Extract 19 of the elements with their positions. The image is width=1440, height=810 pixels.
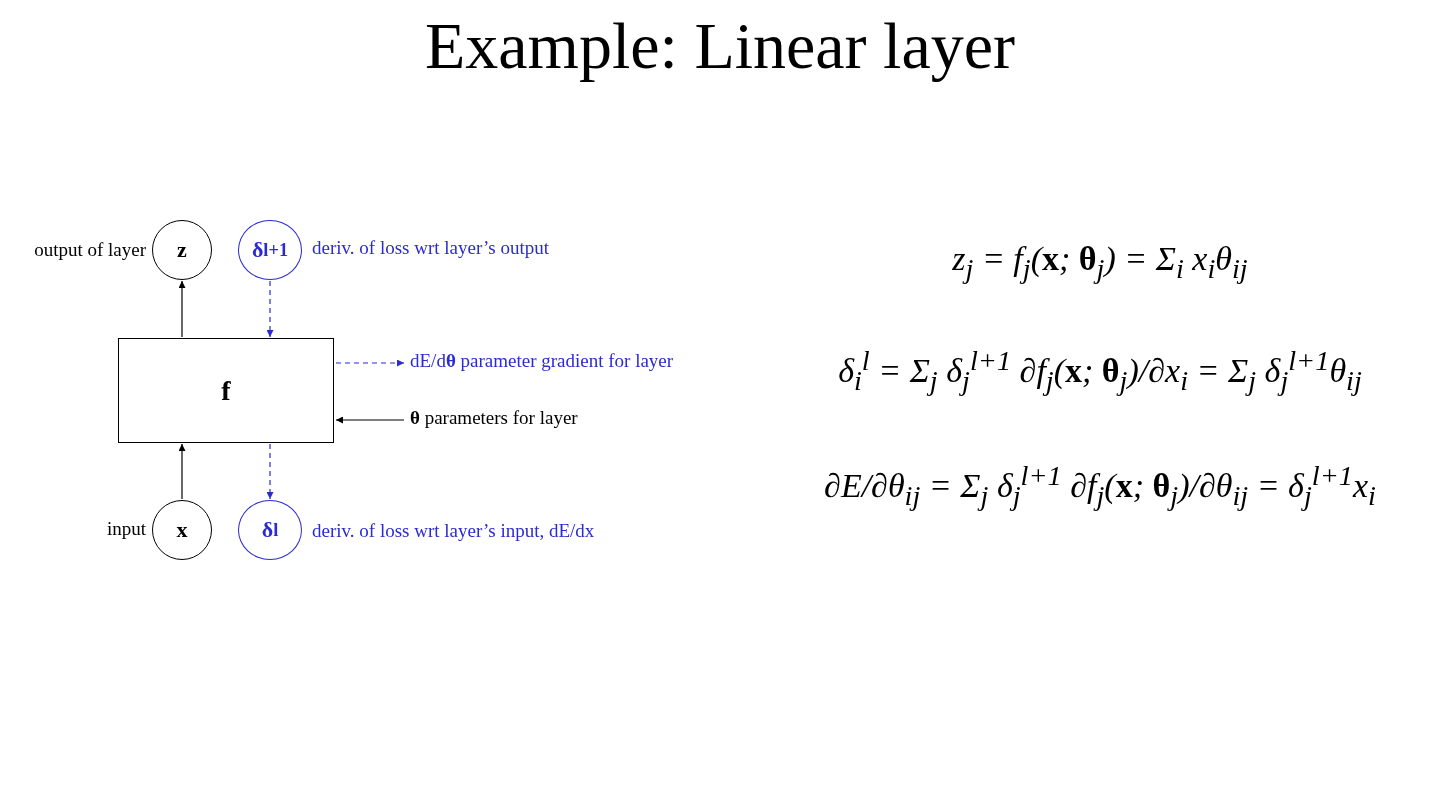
- dashed-arrow: [266, 443, 274, 500]
- gradient-annotation: dE/dθ parameter gradient for layer: [410, 350, 730, 376]
- slide-title: Example: Linear layer: [423, 8, 1016, 84]
- node-caption: input: [105, 518, 146, 541]
- equation: ∂E/∂θ$_{ij}$ = Σ$_{j}$ δ$_{j}$$^{l+1}$ ∂f$_{j}$(x; θ$_{j}$)/∂θ$_{ij}$ = δ$_{j}$$^{l+1}$x$_{i}$: [823, 460, 1377, 513]
- equation: δ$_{i}$$^{l}$ = Σ$_{j}$ δ$_{j}$$^{l+1}$ ∂f$_{j}$(x; θ$_{j}$)/∂x$_{i}$ = Σ$_{j}$ δ$_{j}$$^{l+1}$θ$_{ij}$: [837, 345, 1363, 398]
- circle-node: z: [152, 220, 212, 280]
- arrow: [178, 443, 186, 500]
- dashed-arrow: [266, 280, 274, 338]
- arrow: [178, 280, 186, 338]
- circle-node: x: [152, 500, 212, 560]
- dashed-arrow: [335, 359, 405, 367]
- node-caption: output of layer: [33, 239, 146, 262]
- equation: z$_{j}$ = f$_{j}$(x; θ$_{j}$) = Σ$_{i}$ x$_{i}$θ$_{ij}$: [951, 240, 1249, 285]
- node-caption: deriv. of loss wrt layer’s input, dE/dx: [312, 520, 596, 543]
- node-caption: deriv. of loss wrt layer’s output: [312, 237, 550, 260]
- function-box: f: [118, 338, 334, 443]
- parameter-annotation: θ parameters for layer: [410, 407, 650, 433]
- arrow: [335, 416, 405, 424]
